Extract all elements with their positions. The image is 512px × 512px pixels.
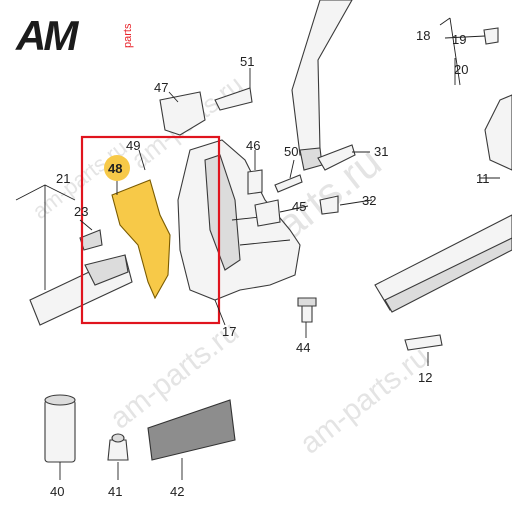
callout-51[interactable]: 51 [240,54,254,69]
callout-42[interactable]: 42 [170,484,184,499]
highlight-frame [80,135,221,325]
part-19-shape [483,27,499,45]
part-40-shape [44,394,76,463]
callout-50[interactable]: 50 [284,144,298,159]
callout-48-badge [104,155,130,181]
callout-48[interactable]: 48 [108,161,122,176]
callout-45[interactable]: 45 [292,199,306,214]
part-47-shape [159,91,206,136]
callout-44[interactable]: 44 [296,340,310,355]
callout-47[interactable]: 47 [154,80,168,95]
callout-19[interactable]: 19 [452,32,466,47]
callout-49[interactable]: 49 [126,138,140,153]
logo-sub: parts [122,23,134,48]
callout-32[interactable]: 32 [362,193,376,208]
callout-12[interactable]: 12 [418,370,432,385]
body-panel-17 [177,139,301,301]
watermark-3: am-parts.ru [294,340,435,460]
callout-23[interactable]: 23 [74,204,88,219]
a-pillar-part [291,0,512,171]
highlighted-part-48[interactable] [111,179,171,300]
leader-lines [15,17,500,480]
logo-letters: AM [15,12,79,59]
brand-logo: AM parts [15,12,134,59]
callout-18[interactable]: 18 [416,28,430,43]
part-12-shape [404,334,443,351]
callout-20[interactable]: 20 [454,62,468,77]
part-44-bolt [297,297,317,323]
part-46-shape [247,169,263,195]
callout-11[interactable]: 11 [476,171,490,186]
callout-40[interactable]: 40 [50,484,64,499]
part-41-shape [107,433,129,461]
part-51-shape [214,87,253,111]
part-42-shape [147,399,236,461]
part-50-shape [274,174,303,193]
callout-21[interactable]: 21 [56,171,70,186]
side-sill-part [374,214,512,313]
callout-41[interactable]: 41 [108,484,122,499]
callout-46[interactable]: 46 [246,138,260,153]
part-31-shape [317,144,356,171]
part-32-shape [319,195,339,215]
callout-17[interactable]: 17 [222,324,236,339]
callout-31[interactable]: 31 [374,144,388,159]
part-45-shape [254,199,281,227]
